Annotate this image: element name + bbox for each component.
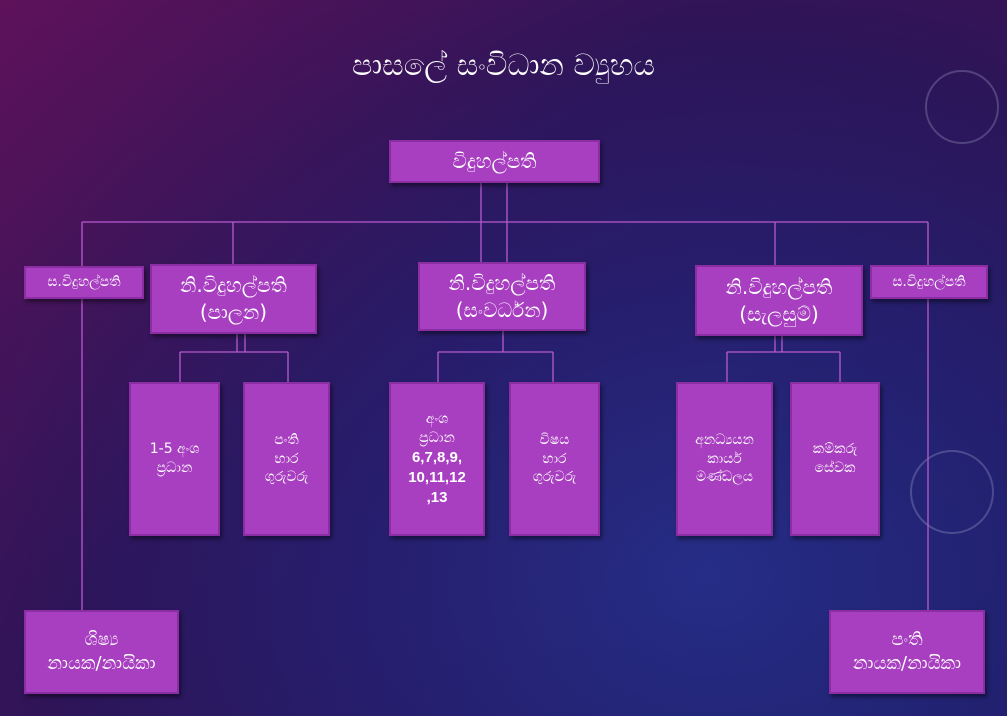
node-label: ගුරුවරු bbox=[264, 469, 309, 486]
node-label: සේවක bbox=[814, 460, 856, 476]
node-subject-teachers: විෂය භාර ගුරුවරු bbox=[509, 382, 600, 536]
node-label: ගුරුවරු bbox=[532, 469, 577, 486]
node-label: ,13 bbox=[426, 489, 448, 507]
node-label: 6,7,8,9, bbox=[411, 448, 463, 466]
node-label: නි.විදුහල්පති bbox=[448, 270, 556, 295]
node-label: ප්‍රධාන bbox=[419, 429, 455, 446]
node-label: නායක/නායිකා bbox=[852, 653, 962, 674]
node-label: නි.විදුහල්පති bbox=[180, 273, 287, 297]
node-label: විෂය bbox=[539, 431, 570, 448]
node-label: ප්‍රධාන bbox=[156, 460, 193, 476]
node-label: කාර්ය bbox=[707, 450, 742, 467]
node-assistant-principal-right: ස.විදුහල්පති bbox=[870, 265, 988, 299]
node-label: 1-5 අංශ bbox=[149, 441, 200, 458]
decorative-ring-icon bbox=[910, 450, 994, 534]
node-label: අංශ bbox=[425, 410, 449, 427]
node-deputy-admin: නි.විදුහල්පති (පාලන) bbox=[150, 264, 317, 334]
node-label: භාර bbox=[542, 450, 567, 467]
node-label: පංති bbox=[274, 431, 299, 448]
node-label: ස.විදුහල්පති bbox=[892, 273, 966, 290]
node-label: (සැලසුම්) bbox=[739, 301, 819, 326]
node-label: විදුහල්පති bbox=[452, 149, 537, 173]
node-deputy-development: නි.විදුහල්පති(සංවර්ධන) bbox=[418, 262, 586, 331]
node-label: පංති bbox=[891, 628, 923, 650]
node-label: 10,11,12 bbox=[408, 468, 466, 486]
node-label: ස.විදුහල්පති bbox=[47, 274, 121, 291]
node-non-academic-staff: අනධ්‍යයන කාර්ය මණ්ඩලය bbox=[676, 382, 773, 536]
node-class-teachers: පංති භාර ගුරුවරු bbox=[243, 382, 330, 536]
node-label: අනධ්‍යයන bbox=[695, 431, 754, 448]
page-title: පාසලේ සංවිධාන ව්‍යුහය bbox=[351, 48, 656, 83]
node-label: (සංවර්ධන) bbox=[455, 297, 549, 322]
decorative-ring-icon bbox=[925, 70, 999, 144]
node-section-heads-1-5: 1-5 අංශ ප්‍රධාන bbox=[129, 382, 220, 536]
node-label: නායක/නායිකා bbox=[47, 653, 156, 674]
node-label: (පාලන) bbox=[199, 300, 268, 324]
node-label: භාර bbox=[274, 450, 299, 467]
node-label: මණ්ඩලය bbox=[696, 469, 753, 486]
node-student-leaders: ශිෂ්‍ය නායක/නායිකා bbox=[24, 610, 179, 694]
node-label: නි.විදුහල්පති bbox=[725, 274, 833, 299]
node-workers: කම්කරු සේවක bbox=[790, 382, 880, 536]
node-section-heads-6-13: අංශ ප්‍රධාන 6,7,8,9, 10,11,12 ,13 bbox=[389, 382, 485, 536]
node-assistant-principal-left: ස.විදුහල්පති bbox=[24, 266, 144, 299]
node-deputy-planning: නි.විදුහල්පති(සැලසුම්) bbox=[695, 265, 863, 336]
node-label: කම්කරු bbox=[812, 441, 858, 458]
node-principal: විදුහල්පති bbox=[389, 140, 600, 183]
node-label: ශිෂ්‍ය bbox=[84, 628, 119, 650]
node-class-leaders: පංති නායක/නායිකා bbox=[829, 610, 985, 694]
